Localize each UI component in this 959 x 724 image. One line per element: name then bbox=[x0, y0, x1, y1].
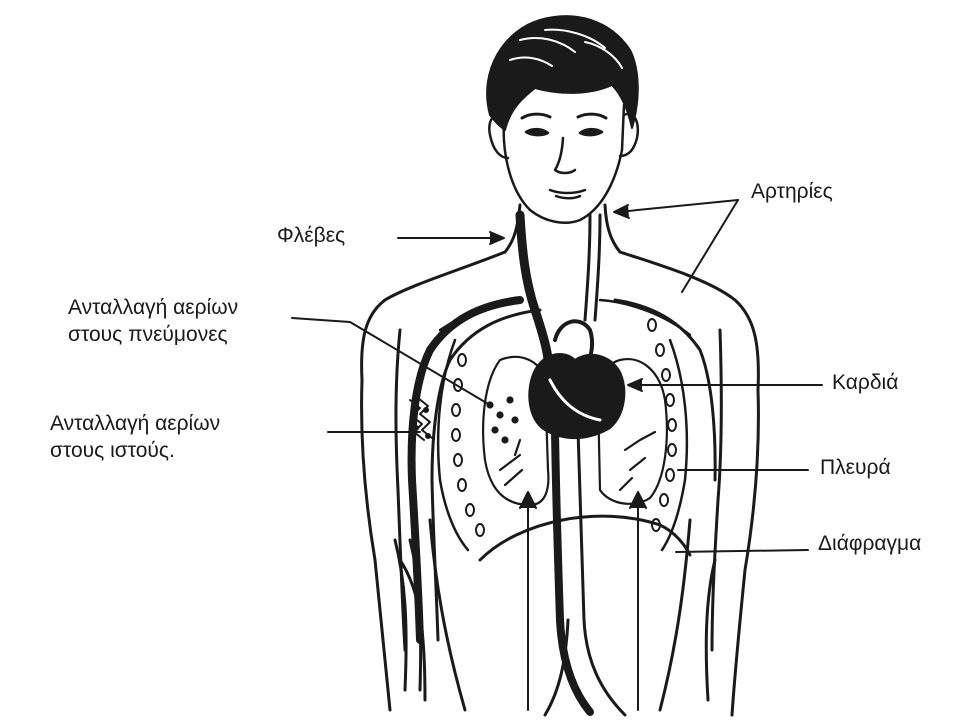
label-tissue-exchange: Ανταλλαγή αερίων στους ιστούς. bbox=[50, 410, 220, 464]
head bbox=[487, 16, 638, 223]
diaphragm-curve bbox=[480, 516, 690, 560]
label-pleura: Πλευρά bbox=[820, 454, 891, 481]
label-diaphragm: Διάφραγμα bbox=[818, 530, 921, 557]
label-tissue-exchange-line1: Ανταλλαγή αερίων bbox=[50, 410, 220, 437]
vessels bbox=[395, 215, 715, 715]
label-arteries: Αρτηρίες bbox=[751, 178, 833, 205]
label-lung-exchange-line1: Ανταλλαγή αερίων bbox=[68, 294, 238, 321]
label-lung-exchange-line2: στους πνεύμονες bbox=[68, 321, 238, 348]
label-tissue-exchange-line2: στους ιστούς. bbox=[50, 437, 220, 464]
label-heart: Καρδιά bbox=[832, 369, 898, 396]
label-veins: Φλέβες bbox=[277, 222, 345, 249]
label-lung-exchange: Ανταλλαγή αερίων στους πνεύμονες bbox=[68, 294, 238, 348]
